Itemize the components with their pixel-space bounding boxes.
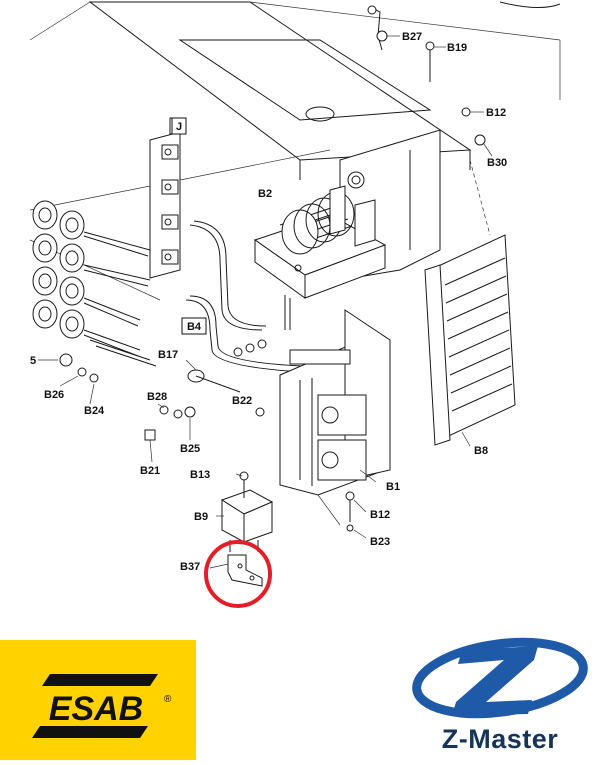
label-b26: B26 <box>44 389 64 401</box>
label-box-j <box>171 117 187 135</box>
label-b12-bottom: B12 <box>370 509 390 521</box>
z-master-logo: Z-Master <box>400 630 600 760</box>
rectifier-b1 <box>279 309 391 526</box>
exploded-parts-diagram: J B4 B27 B19 B12 B30 B2 5 B17 B26 B24 B2… <box>29 1 561 608</box>
transformer-b2 <box>253 185 387 330</box>
label-b17: B17 <box>158 349 178 361</box>
label-b4: B4 <box>187 321 202 333</box>
label-b21: B21 <box>140 465 160 477</box>
label-b27: B27 <box>402 31 422 43</box>
fasteners <box>59 5 486 532</box>
label-b5-partial: 5 <box>30 355 36 367</box>
label-b22: B22 <box>232 395 252 407</box>
label-j: J <box>176 121 182 133</box>
label-b23: B23 <box>370 536 390 548</box>
label-b37: B37 <box>180 561 200 573</box>
esab-logo: ESAB ® <box>0 640 196 760</box>
esab-registered-mark: ® <box>164 694 172 705</box>
label-b30: B30 <box>487 157 507 169</box>
z-master-z-mark <box>452 646 538 716</box>
label-box-b4 <box>181 317 207 335</box>
label-b19: B19 <box>447 42 467 54</box>
bracket-b37 <box>227 554 263 587</box>
label-b1: B1 <box>386 481 400 493</box>
z-master-wordmark: Z-Master <box>441 724 559 754</box>
cabinet-top-panel <box>29 1 561 180</box>
cable-assembly-b4 <box>185 220 303 373</box>
label-b13: B13 <box>190 469 210 481</box>
rear-mounting-bracket <box>29 129 441 301</box>
label-b28: B28 <box>147 391 167 403</box>
label-b24: B24 <box>84 405 105 417</box>
label-b25: B25 <box>180 443 200 455</box>
highlight-circle <box>204 540 272 608</box>
relay-b9 <box>220 489 274 552</box>
label-b9: B9 <box>194 511 208 523</box>
heatsink-b8 <box>424 159 516 446</box>
terminal-board-j <box>149 117 187 279</box>
esab-wordmark: ESAB <box>49 690 143 728</box>
label-b2: B2 <box>258 188 272 200</box>
toroid-cores <box>32 200 157 367</box>
leader-lines <box>38 35 493 569</box>
label-b8: B8 <box>474 445 488 457</box>
label-b12-top: B12 <box>486 107 506 119</box>
